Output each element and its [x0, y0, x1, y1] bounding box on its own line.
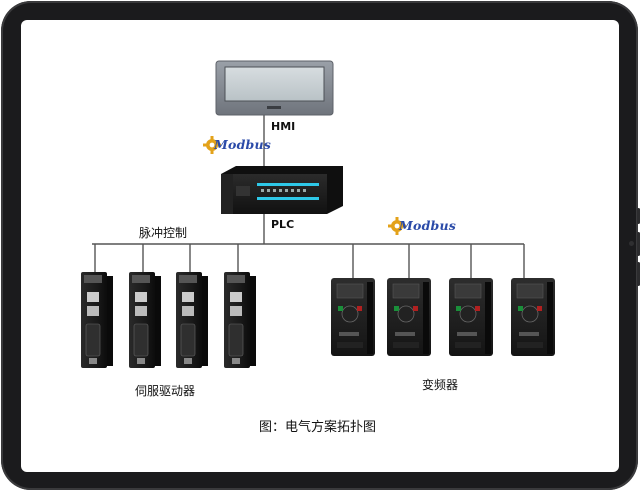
vfd-units	[331, 278, 555, 356]
vfd-label: 变频器	[422, 378, 459, 392]
tablet-side-button	[637, 262, 640, 286]
pulse-control-label: 脉冲控制	[139, 226, 188, 240]
vfd-unit	[387, 278, 431, 356]
hmi-device	[215, 60, 334, 116]
servo-drives	[81, 272, 256, 368]
servo-drive	[81, 272, 113, 368]
modbus-logo-vfd: Modbus	[385, 216, 465, 236]
vfd-unit	[449, 278, 493, 356]
topology-diagram: Modbus Modbus HMI PLC 脉冲控制 伺服驱动器 变频器 图：电…	[21, 20, 619, 472]
modbus-gear-icon	[388, 217, 406, 235]
modbus-gear-icon	[203, 136, 221, 154]
diagram-caption: 图：电气方案拓扑图	[259, 420, 377, 435]
servo-drive	[176, 272, 208, 368]
modbus-logo-text: Modbus	[214, 137, 271, 152]
servo-drives-label: 伺服驱动器	[135, 384, 196, 398]
tablet-side-button	[637, 208, 640, 224]
tablet-side-button	[637, 232, 640, 256]
servo-drive	[224, 272, 256, 368]
vfd-unit	[331, 278, 375, 356]
hmi-label: HMI	[271, 120, 296, 133]
modbus-logo-text: Modbus	[399, 218, 456, 233]
connection-lines	[92, 114, 525, 278]
plc-device	[221, 166, 343, 214]
plc-label: PLC	[271, 218, 295, 231]
servo-drive	[129, 272, 161, 368]
diagram-canvas	[81, 60, 555, 368]
camera-icon	[629, 241, 634, 246]
vfd-unit	[511, 278, 555, 356]
modbus-logo-hmi: Modbus	[200, 135, 280, 155]
